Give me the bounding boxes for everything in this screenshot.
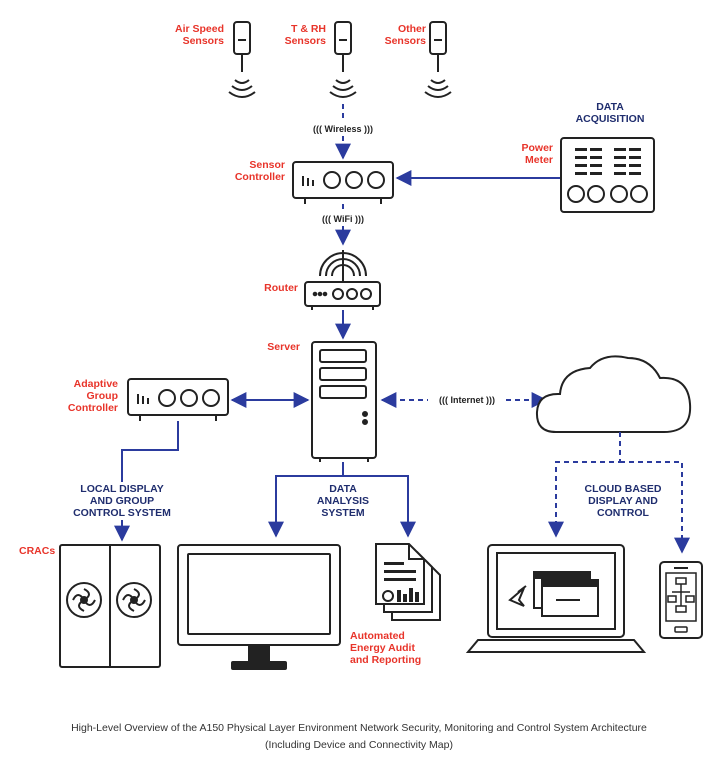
cracs-label: CRACs [19, 545, 56, 557]
server-report-link [343, 475, 416, 538]
caption: High-Level Overview of the A150 Physical… [0, 720, 718, 754]
caption-line-2: (Including Device and Connectivity Map) [265, 739, 453, 751]
agc-crac-link [121, 421, 179, 482]
data-analysis-label: DATA ANALYSIS SYSTEM [316, 483, 370, 519]
smartphone-icon [659, 561, 703, 639]
internet-label: ((( Internet ))) [439, 395, 495, 405]
power-meter-icon [560, 137, 655, 213]
other-sensor-icon [424, 21, 452, 98]
server-analysis-link [268, 462, 344, 538]
local-display-label: LOCAL DISPLAY AND GROUP CONTROL SYSTEM [73, 483, 171, 519]
report-document-icon [375, 543, 441, 621]
cloud-display-label: CLOUD BASED DISPLAY AND CONTROL [584, 483, 662, 519]
wireless-label: ((( Wireless ))) [313, 124, 373, 134]
caption-line-1: High-Level Overview of the A150 Physical… [71, 722, 647, 734]
cloud-devices-link [548, 432, 621, 538]
crac-units-icon [59, 544, 161, 668]
t-rh-sensor-icon [329, 21, 357, 98]
cloud-icon [535, 355, 692, 433]
energy-audit-label: Automated Energy Audit and Reporting [350, 630, 422, 666]
monitor-icon [177, 544, 341, 670]
server-icon [311, 341, 377, 462]
adaptive-group-controller-icon [127, 378, 229, 421]
wifi-label: ((( WiFi ))) [322, 214, 364, 224]
server-label: Server [267, 341, 300, 353]
laptop-icon [465, 544, 647, 653]
air-speed-sensors-label: Air Speed Sensors [174, 23, 224, 47]
air-speed-sensor-icon [228, 21, 256, 98]
other-sensors-label: Other Sensors [384, 23, 426, 47]
cloud-phone-link [620, 461, 690, 554]
power-meter-label: Power Meter [521, 142, 553, 166]
router-icon [304, 250, 381, 310]
router-label: Router [264, 282, 298, 294]
data-acquisition-label: DATA ACQUISITION [575, 101, 645, 125]
sensor-controller-icon [292, 161, 394, 204]
adaptive-group-controller-label: Adaptive Group Controller [67, 378, 118, 414]
t-rh-sensors-label: T & RH Sensors [284, 23, 326, 47]
sensor-controller-label: Sensor Controller [234, 159, 285, 183]
